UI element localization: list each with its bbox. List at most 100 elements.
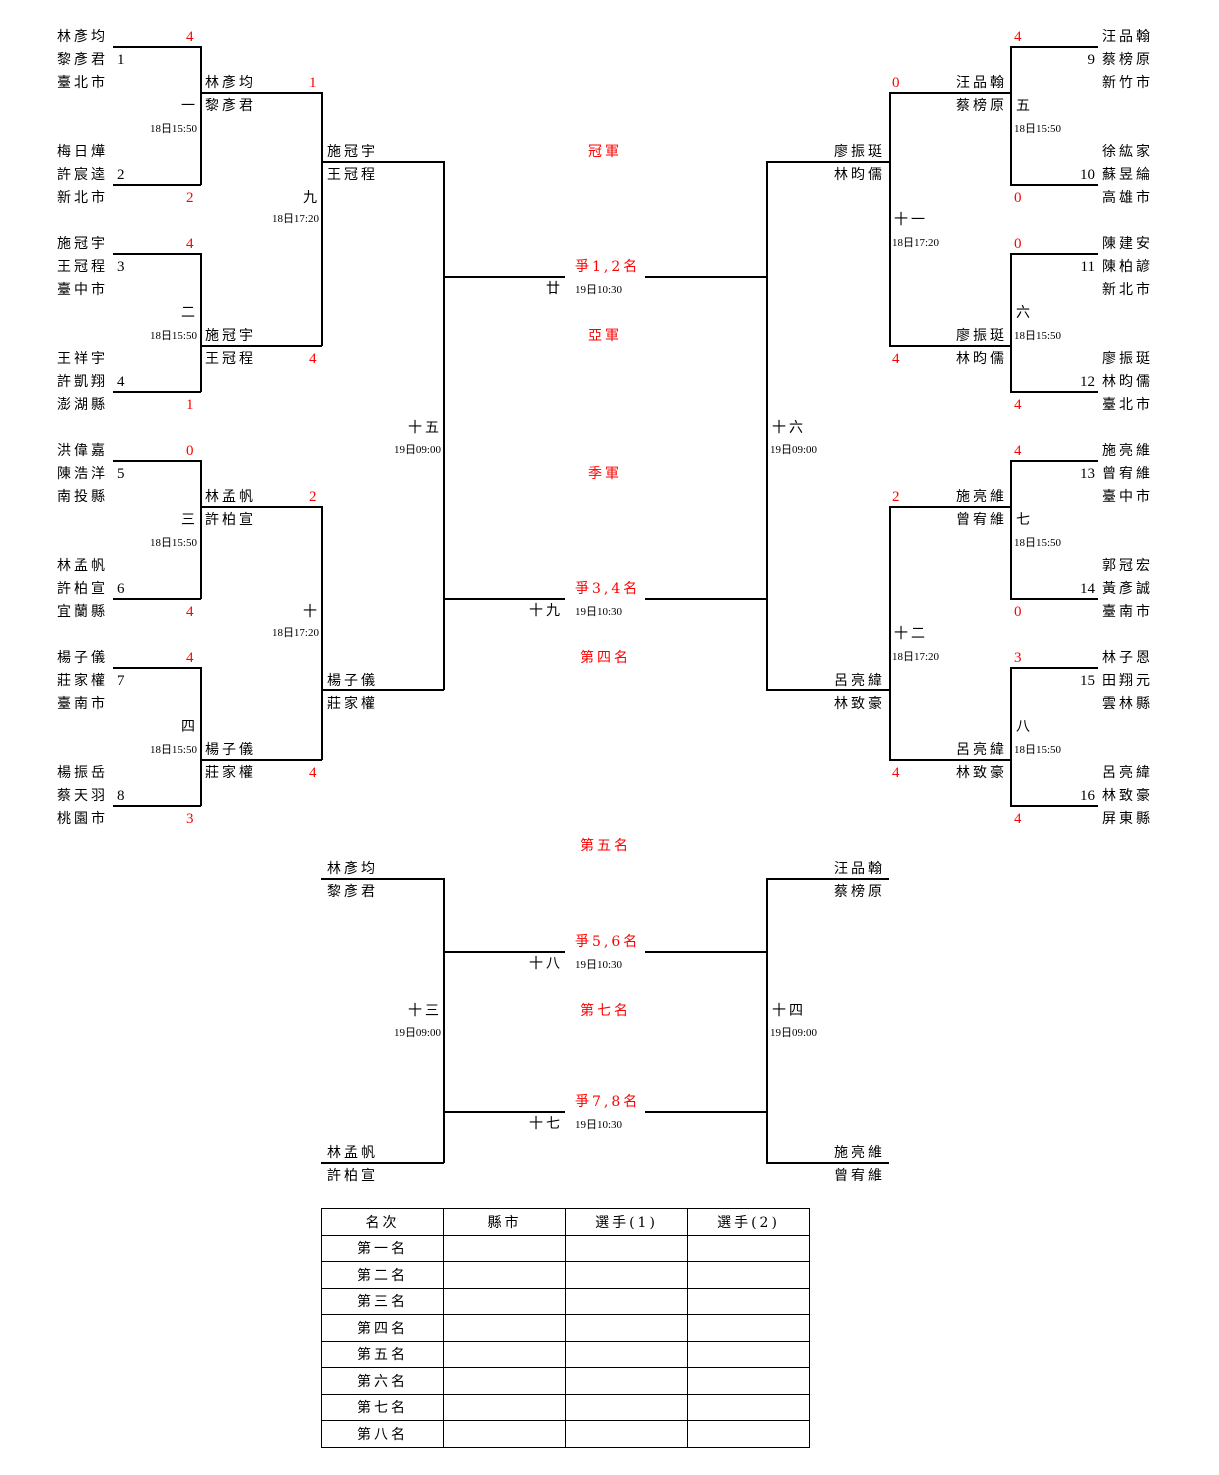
rank-city-cell[interactable]: [443, 1314, 566, 1342]
rank-city-cell[interactable]: [443, 1393, 566, 1421]
city-name: 臺中市: [57, 282, 108, 298]
match-number: 十九: [529, 603, 563, 619]
rank-city-cell[interactable]: [443, 1261, 566, 1289]
rank-player2-cell[interactable]: [687, 1420, 810, 1448]
match-score: 2: [309, 489, 317, 505]
rank-player1-cell[interactable]: [565, 1367, 688, 1395]
match-number: 九: [303, 190, 320, 206]
match-score: 3: [1014, 650, 1022, 666]
player-name: 梅日燁: [57, 144, 108, 160]
player-name: 蔡天羽: [57, 788, 108, 804]
player-name: 呂亮緯: [834, 673, 885, 689]
match-time: 18日15:50: [149, 744, 197, 756]
rank-city-cell[interactable]: [443, 1287, 566, 1315]
seed-number: 16: [1080, 788, 1095, 804]
match-number: 七: [1016, 512, 1033, 528]
player-name: 廖振珽: [1102, 351, 1153, 367]
rank-city-cell[interactable]: [443, 1234, 566, 1262]
match-number: 三: [181, 512, 198, 528]
ranking-table: 名次 縣市 選手(1) 選手(2) 第一名 第二名 第三名 第四名 第五名 第六…: [321, 1208, 810, 1448]
match-time: 18日17:20: [892, 651, 940, 663]
rank-player1-cell[interactable]: [565, 1340, 688, 1368]
bracket-line: [1010, 184, 1098, 186]
bracket-line: [113, 46, 201, 48]
bracket-line: [889, 92, 891, 346]
player-name: 許柏宣: [327, 1168, 378, 1184]
match-score: 4: [1014, 29, 1022, 45]
bracket-line: [1010, 667, 1098, 669]
rank-city-cell[interactable]: [443, 1340, 566, 1368]
seed-number: 7: [117, 673, 125, 689]
rank-player2-cell[interactable]: [687, 1340, 810, 1368]
bracket-line: [889, 506, 891, 760]
bracket-line: [321, 506, 323, 760]
rank-player2-cell[interactable]: [687, 1393, 810, 1421]
bracket-line: [200, 345, 322, 347]
player-name: 汪品翰: [956, 75, 1007, 91]
player-name: 徐紘家: [1102, 144, 1153, 160]
bracket-line: [113, 460, 201, 462]
player-name: 楊子儀: [327, 673, 378, 689]
player-name: 廖振珽: [956, 328, 1007, 344]
header-player2: 選手(2): [687, 1208, 810, 1236]
rank-player1-cell[interactable]: [565, 1314, 688, 1342]
rank-player2-cell[interactable]: [687, 1314, 810, 1342]
player-name: 林致豪: [834, 696, 885, 712]
ranking-row: 第一名: [321, 1234, 810, 1262]
player-name: 林孟帆: [205, 489, 256, 505]
bracket-line: [766, 161, 889, 163]
bracket-line: [321, 92, 323, 346]
match-time: 19日10:30: [575, 1119, 623, 1131]
seed-number: 13: [1080, 466, 1095, 482]
match-score: 4: [1014, 397, 1022, 413]
bracket-line: [1010, 460, 1098, 462]
bracket-line: [1010, 460, 1012, 599]
player-name: 陳浩洋: [57, 466, 108, 482]
seed-number: 1: [117, 52, 125, 68]
seed-number: 15: [1080, 673, 1095, 689]
match-score: 0: [892, 75, 900, 91]
rank-player2-cell[interactable]: [687, 1287, 810, 1315]
rank-player1-cell[interactable]: [565, 1261, 688, 1289]
player-name: 汪品翰: [834, 861, 885, 877]
final-match-title: 爭3,4名: [575, 581, 641, 597]
bracket-line: [889, 506, 1011, 508]
rank-player2-cell[interactable]: [687, 1367, 810, 1395]
player-name: 洪偉嘉: [57, 443, 108, 459]
match-score: 4: [1014, 811, 1022, 827]
player-name: 施冠宇: [205, 328, 256, 344]
rank-label: 第八名: [321, 1420, 444, 1448]
rank-player1-cell[interactable]: [565, 1287, 688, 1315]
rank-player1-cell[interactable]: [565, 1234, 688, 1262]
city-name: 臺南市: [57, 696, 108, 712]
match-time: 19日09:00: [770, 444, 818, 456]
rank-player1-cell[interactable]: [565, 1393, 688, 1421]
bracket-line: [1010, 598, 1098, 600]
match-time: 18日15:50: [149, 330, 197, 342]
match-number: 六: [1016, 305, 1033, 321]
match-number: 廿: [546, 281, 563, 297]
match-number: 十六: [772, 420, 806, 436]
rank-player2-cell[interactable]: [687, 1261, 810, 1289]
bracket-line: [200, 506, 322, 508]
third-place-label: 季軍: [588, 466, 622, 482]
bracket-line: [443, 951, 565, 953]
player-name: 林致豪: [956, 765, 1007, 781]
bracket-line: [113, 391, 201, 393]
player-name: 林彥均: [205, 75, 256, 91]
rank-city-cell[interactable]: [443, 1420, 566, 1448]
rank-player1-cell[interactable]: [565, 1420, 688, 1448]
match-score: 4: [186, 236, 194, 252]
rank-player2-cell[interactable]: [687, 1234, 810, 1262]
player-name: 曾宥維: [1102, 466, 1153, 482]
match-score: 0: [1014, 190, 1022, 206]
match-number: 八: [1016, 719, 1033, 735]
player-name: 林彥均: [57, 29, 108, 45]
player-name: 莊家權: [205, 765, 256, 781]
city-name: 南投縣: [57, 489, 108, 505]
bracket-line: [1010, 805, 1098, 807]
match-score: 4: [186, 650, 194, 666]
player-name: 施冠宇: [327, 144, 378, 160]
player-name: 黎彥君: [57, 52, 108, 68]
rank-city-cell[interactable]: [443, 1367, 566, 1395]
